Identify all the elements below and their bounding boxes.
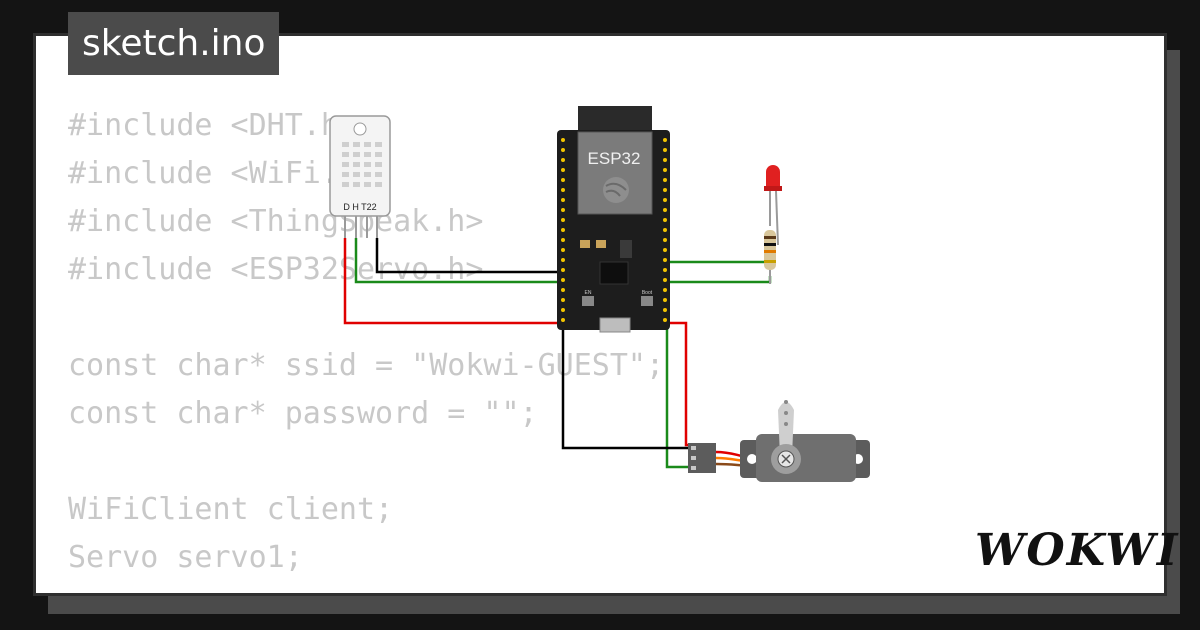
code-line: const char* ssid = "Wokwi-GUEST"; [68,348,665,383]
wire-dht-vcc [343,238,690,447]
code-line: Servo servo1; [68,540,303,575]
servo-motor[interactable] [688,400,870,482]
wokwi-logo: WOKWI [975,525,1180,576]
wire-servo-gnd [561,325,688,450]
code-line: const char* password = ""; [68,396,538,431]
esp32-board[interactable]: ESP32 EN Boot [557,106,670,333]
file-tab[interactable]: sketch.ino [68,12,280,75]
resistor[interactable] [764,205,776,284]
code-line: WiFiClient client; [68,492,394,527]
wire-dht-gnd [375,238,568,274]
red-led[interactable] [764,165,782,246]
boot-label: Boot [642,290,653,296]
en-label: EN [585,290,592,296]
code-background: #include <DHT.h>#include <WiFi.h>#includ… [68,102,664,582]
usb-port [599,317,631,333]
esp32-label: ESP32 [588,149,641,168]
dht22-label: D H T22 [343,202,376,212]
dht22-sensor[interactable]: D H T22 [329,115,391,238]
